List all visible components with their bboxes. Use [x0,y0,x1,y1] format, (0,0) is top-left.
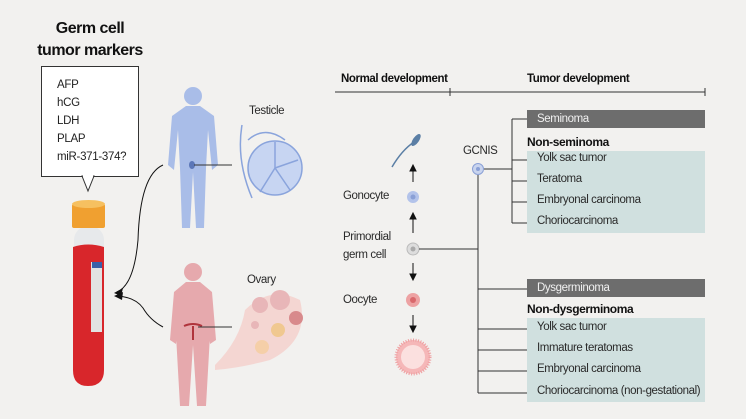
male-body-icon [168,87,218,228]
title-line-2: tumor markers [37,42,143,59]
testicle-label: Testicle [249,105,285,117]
ovary-label: Ovary [247,274,276,286]
tumor-item: Choriocarcinoma (non-gestational) [537,385,701,397]
tumor-development-header: Tumor development [527,73,630,85]
title-line-1: Germ cell [55,20,125,37]
tumor-item: Teratoma [537,173,582,185]
tree-lines [419,118,527,394]
germ-cell-label: germ cell [343,249,387,261]
ovary-icon [215,290,303,370]
tumor-item: Embryonal carcinoma [537,363,641,375]
callout-tail [81,175,95,193]
blood-tube-icon [72,200,105,386]
marker: miR-371-374? [57,151,127,163]
dysgerminoma-bar: Dysgerminoma [527,279,705,297]
marker: LDH [57,115,80,127]
marker: PLAP [57,133,86,145]
non-dysgerminoma-box [527,318,705,402]
normal-development-header: Normal development [341,73,448,85]
non-dysgerminoma-label: Non-dysgerminoma [527,302,634,316]
gonocyte-label: Gonocyte [343,190,390,202]
sperm-icon [391,141,415,168]
arrows [409,163,417,334]
markers-callout: AFP hCG LDH PLAP miR-371-374? [41,66,139,177]
testicle-icon [239,124,303,199]
primordial-label: Primordial [343,231,391,243]
non-seminoma-label: Non-seminoma [527,135,609,149]
tumor-item: Immature teratomas [537,342,633,354]
tumor-item: Yolk sac tumor [537,321,607,333]
female-body-icon [170,263,216,406]
marker: AFP [57,79,79,91]
marker: hCG [57,97,80,109]
primordial-cell-icon [410,246,416,252]
oocyte-label: Oocyte [343,294,378,306]
tumor-item: Yolk sac tumor [537,152,607,164]
non-seminoma-box [527,151,705,233]
gcnis-label: GCNIS [463,145,498,157]
seminoma-bar: Seminoma [527,110,705,128]
tumor-item: Embryonal carcinoma [537,194,641,206]
tumor-item: Choriocarcinoma [537,215,618,227]
